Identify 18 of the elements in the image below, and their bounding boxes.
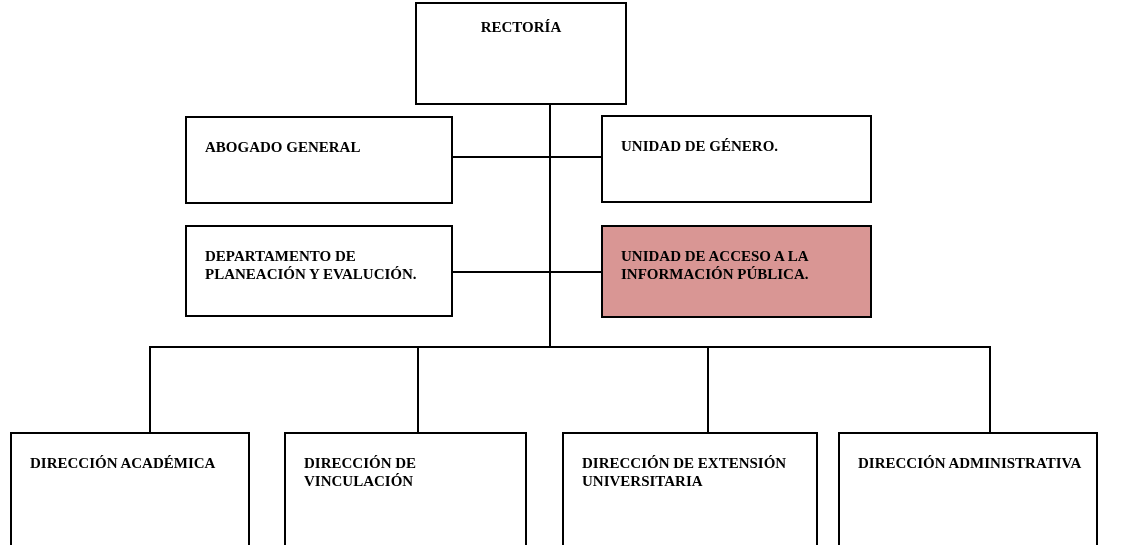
box-label: ABOGADO GENERAL <box>205 138 362 156</box>
box-label: RECTORÍA <box>479 18 563 36</box>
org-box <box>185 225 453 317</box>
box-label: UNIDAD DE ACCESO A LA INFORMACIÓN PÚBLICA. <box>621 247 810 283</box>
box-label: DIRECCIÓN DE VINCULACIÓN <box>304 454 418 490</box>
box-label: UNIDAD DE GÉNERO. <box>621 137 780 155</box>
org-box <box>838 432 1098 545</box>
org-box <box>601 225 872 318</box>
box-label: DEPARTAMENTO DE PLANEACIÓN Y EVALUCIÓN. <box>205 247 418 283</box>
box-label: DIRECCIÓN ADMINISTRATIVA <box>858 454 1082 472</box>
box-label: DIRECCIÓN ACADÉMICA <box>30 454 217 472</box>
org-box <box>562 432 818 545</box>
org-box <box>10 432 250 545</box>
org-box <box>601 115 872 203</box>
org-box <box>185 116 453 204</box>
org-box <box>284 432 527 545</box>
box-label: DIRECCIÓN DE EXTENSIÓN UNIVERSITARIA <box>582 454 788 490</box>
org-box <box>415 2 627 105</box>
